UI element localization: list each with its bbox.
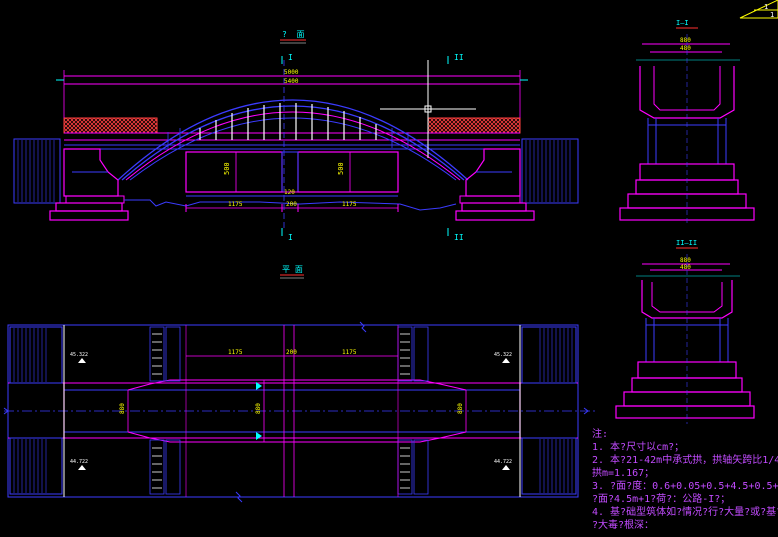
note-line: 拱m=1.167； (592, 468, 655, 479)
section-1-title: I—I (676, 19, 689, 27)
plan-height-left: 880 (119, 403, 126, 414)
dim-total-mid: 5400 (284, 78, 299, 85)
plan-label-top-left: 45.322 (70, 352, 88, 358)
section-2-view: II—II 880 480 (615, 239, 755, 424)
notes-header: 注: (592, 429, 609, 440)
section-1-w1: 880 (680, 37, 691, 44)
plan-height-right: 880 (457, 403, 464, 414)
plan-label-bottom-right: 44.722 (494, 459, 512, 465)
section-mark-ii-bottom: II (454, 233, 464, 242)
dim-total-top: 5000 (284, 69, 299, 76)
section-1-w2: 480 (680, 45, 691, 52)
dim-left-span: 1175 (228, 201, 243, 208)
section-2-title: II—II (676, 239, 697, 247)
note-line: 1. 本?尺寸以cm?； (592, 442, 685, 453)
crosshair-cursor (380, 60, 476, 158)
section-mark-ii-top: II (454, 53, 464, 62)
note-line: 3. ?面?度：0.6+0.05+0.5+4.5+0.5+0.05+ (592, 481, 778, 492)
plan-label-top-right: 45.322 (494, 352, 512, 358)
plan-height-mid: 880 (255, 403, 262, 414)
dim-right-span: 1175 (342, 201, 357, 208)
dim-mid-span: 200 (286, 201, 297, 208)
note-line: 4. 基?础型筑体如?情况?行?大量?或?基?：本?所示? (592, 507, 778, 518)
section-mark-i-bottom: I (288, 233, 293, 242)
section-2-w1: 880 (680, 257, 691, 264)
note-line: ?面?4.5m+1?荷?：公路-I?； (592, 494, 731, 505)
notes-list: 1. 本?尺寸以cm?； 2. 本?21-42m中承式拱，拱轴矢跨比1/4.375… (592, 441, 778, 532)
plan-title: 平 面 (282, 265, 303, 274)
elevation-view: 500 500 5000 5400 1175 200 1175 1 (13, 30, 579, 242)
elevation-title: ? 面 (282, 30, 304, 39)
plan-view: 平 面 (3, 265, 596, 503)
section-mark-i-top: I (288, 53, 293, 62)
plan-dim-right: 1175 (342, 349, 357, 356)
dim-height-right: 500 (337, 162, 345, 175)
page-badge-top: 1 (764, 3, 768, 11)
plan-label-bottom-left: 44.722 (70, 459, 88, 465)
plan-dim-mid: 200 (286, 349, 297, 356)
section-1-view: I—I 880 480 (619, 19, 755, 226)
section-2-w2: 480 (680, 264, 691, 271)
page-number-badge: 1 1 (739, 0, 778, 19)
dim-center-small: 120 (284, 189, 295, 196)
dim-height-left: 500 (223, 162, 231, 175)
note-line: ?大毒?根深： (592, 520, 655, 531)
plan-dim-left: 1175 (228, 349, 243, 356)
page-badge-bottom: 1 (770, 11, 774, 19)
note-line: 2. 本?21-42m中承式拱，拱轴矢跨比1/4.375， (592, 455, 778, 466)
